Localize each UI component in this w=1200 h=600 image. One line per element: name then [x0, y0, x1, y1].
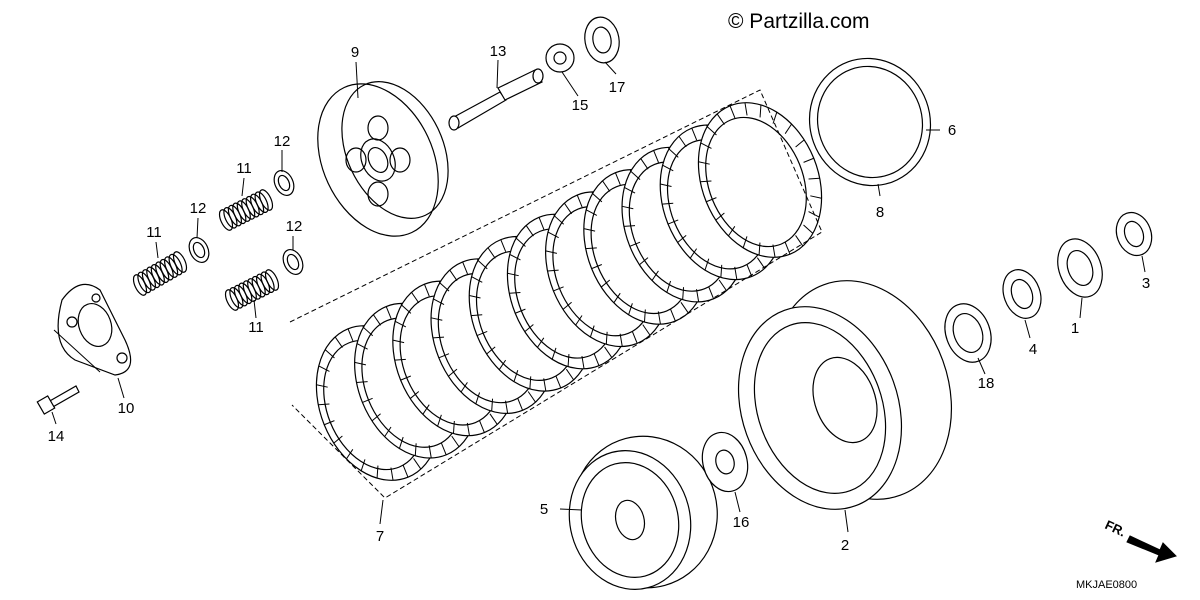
- callout-11: 11: [236, 160, 252, 177]
- callout-18: 18: [978, 375, 995, 392]
- needle-bearing: [944, 303, 992, 363]
- oil-pump-drive-sprocket: [1057, 238, 1103, 298]
- callout-2: 2: [841, 537, 849, 554]
- leader-lines: [51, 59, 1146, 533]
- callout-12: 12: [274, 133, 291, 150]
- watermark: © Partzilla.com: [728, 10, 870, 33]
- lifter-rod: [448, 68, 544, 131]
- thrust-washer-17: [584, 16, 620, 64]
- thrust-washer-16: [701, 431, 749, 493]
- spring-washer: [273, 170, 295, 196]
- callout-9: 9: [351, 44, 359, 61]
- judder-spring: [808, 57, 932, 187]
- clutch-spring: [224, 269, 280, 311]
- front-label: FR.: [1103, 517, 1128, 539]
- callout-5: 5: [540, 501, 548, 518]
- callout-12: 12: [286, 218, 303, 235]
- clutch-disc: [697, 102, 823, 258]
- callout-4: 4: [1029, 341, 1037, 358]
- callout-14: 14: [48, 428, 65, 445]
- callout-10: 10: [118, 400, 135, 417]
- clutch-center: [568, 435, 718, 590]
- callouts: 1 2 3 4 5 6 7 8 9 10 11 11 11 12 12 12 1…: [48, 43, 1151, 554]
- spring-washer: [282, 249, 304, 275]
- clutch-spring: [132, 251, 188, 296]
- diagram-code: MKJAE0800: [1076, 579, 1137, 591]
- spline-guide: [1115, 211, 1153, 257]
- collar: [1002, 269, 1042, 319]
- callout-16: 16: [733, 514, 750, 531]
- callout-3: 3: [1142, 275, 1150, 292]
- callout-11: 11: [146, 224, 162, 241]
- callout-1: 1: [1071, 320, 1079, 337]
- callout-13: 13: [490, 43, 507, 60]
- lifter-plate: [57, 283, 132, 376]
- clutch-outer: [737, 280, 953, 510]
- lock-nut: [545, 43, 575, 73]
- plate-stack-bracket: [289, 89, 823, 499]
- callout-15: 15: [572, 97, 589, 114]
- spring-washer: [188, 237, 210, 263]
- callout-8: 8: [876, 204, 884, 221]
- callout-7: 7: [376, 528, 384, 545]
- callout-12: 12: [190, 200, 207, 217]
- pressure-plate: [317, 81, 449, 237]
- front-direction-arrow: FR.: [1103, 517, 1177, 563]
- callout-17: 17: [609, 79, 626, 96]
- flange-bolt: [36, 385, 80, 415]
- clutch-spring: [218, 189, 274, 231]
- callout-11: 11: [248, 319, 264, 336]
- clutch-plate-stack: [315, 102, 823, 481]
- callout-6: 6: [948, 122, 956, 139]
